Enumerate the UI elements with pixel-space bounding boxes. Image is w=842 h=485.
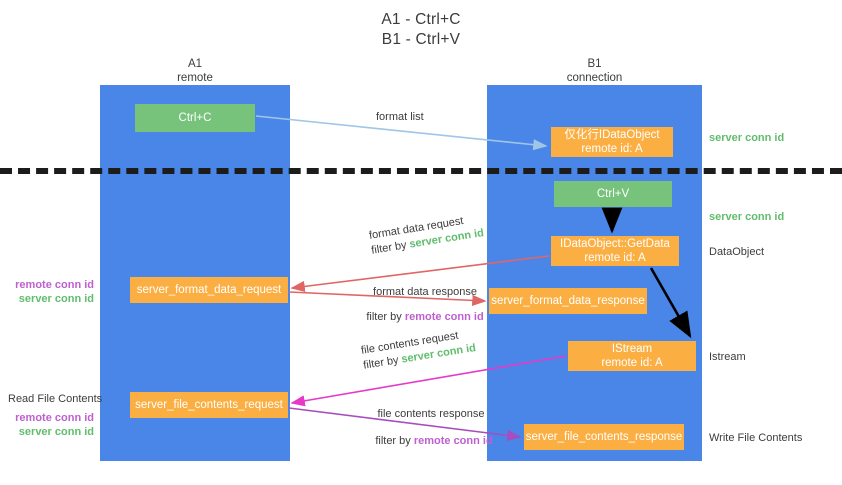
edge-label-format-list-text: format list xyxy=(376,111,424,123)
column-header-a1-role: remote xyxy=(177,72,213,84)
filter-prefix: filter by xyxy=(375,435,414,447)
node-idataobject-remote-id: remote id: A xyxy=(581,143,643,155)
phase-separator xyxy=(0,168,842,174)
edge-label-format-data-response-line1: format data response xyxy=(373,286,477,298)
annotation-conn-ids-format: remote conn id server conn id xyxy=(8,278,94,306)
annotation-write-file-contents: Write File Contents xyxy=(709,432,803,444)
column-header-a1: A1 remote xyxy=(100,57,290,85)
node-server-file-contents-response[interactable]: server_file_contents_response xyxy=(524,424,684,450)
node-istream[interactable]: IStream remote id: A xyxy=(568,341,696,371)
node-idataobject-getdata[interactable]: IDataObject::GetData remote id: A xyxy=(551,236,679,266)
node-istream-remote-id: remote id: A xyxy=(601,357,663,369)
column-header-a1-name: A1 xyxy=(187,58,203,70)
node-idataobject-getdata-remote-id: remote id: A xyxy=(584,252,646,264)
column-header-b1-name: B1 xyxy=(587,58,602,70)
page-title-line2: B1 - Ctrl+V xyxy=(381,31,461,48)
edge-label-format-list: format list xyxy=(376,110,424,125)
annotation-istream: Istream xyxy=(709,351,746,363)
node-idataobject-label: 仅化行IDataObject xyxy=(564,129,660,141)
node-ctrl-c-label: Ctrl+C xyxy=(178,112,212,124)
edge-label-file-contents-response: file contents response filter by remote … xyxy=(366,407,496,449)
edge-label-file-contents-response-line1: file contents response xyxy=(377,408,485,420)
edge-label-file-contents-response-filter: filter by remote conn id xyxy=(372,434,496,449)
annotation-conn-ids-file: remote conn id server conn id xyxy=(8,411,94,439)
edge-label-format-data-response: format data response filter by remote co… xyxy=(359,285,491,325)
node-ctrl-c[interactable]: Ctrl+C xyxy=(135,104,255,132)
annotation-remote-conn-id-2: remote conn id xyxy=(15,412,94,424)
annotation-dataobject: DataObject xyxy=(709,246,765,258)
annotation-read-file-contents: Read File Contents xyxy=(8,393,103,405)
page-title-line1: A1 - Ctrl+C xyxy=(381,11,461,28)
node-server-file-contents-request-label: server_file_contents_request xyxy=(135,399,283,411)
node-server-format-data-request[interactable]: server_format_data_request xyxy=(130,277,288,303)
node-server-format-data-request-label: server_format_data_request xyxy=(136,284,282,296)
edge-label-format-data-request: format data request filter by server con… xyxy=(368,211,485,258)
edge-label-format-data-response-filter: filter by remote conn id xyxy=(359,310,491,325)
filter-value-remote-conn-id: remote conn id xyxy=(404,311,484,323)
filter-prefix: filter by xyxy=(366,311,405,323)
filter-value-remote-conn-id: remote conn id xyxy=(413,435,493,447)
annotation-server-conn-id-top: server conn id xyxy=(709,132,785,144)
annotation-server-conn-id-1: server conn id xyxy=(18,293,94,305)
column-header-b1: B1 connection xyxy=(487,57,702,85)
annotation-server-conn-id-mid: server conn id xyxy=(709,211,785,223)
node-idataobject[interactable]: 仅化行IDataObject remote id: A xyxy=(551,127,673,157)
node-idataobject-getdata-label: IDataObject::GetData xyxy=(560,238,670,250)
annotation-server-conn-id-2: server conn id xyxy=(18,426,94,438)
column-header-b1-role: connection xyxy=(566,72,623,84)
node-server-file-contents-response-label: server_file_contents_response xyxy=(525,431,683,443)
node-server-file-contents-request[interactable]: server_file_contents_request xyxy=(130,392,288,418)
node-server-format-data-response-label: server_format_data_response xyxy=(491,295,645,307)
edge-label-file-contents-request: file contents request filter by server c… xyxy=(360,326,477,373)
annotation-remote-conn-id-1: remote conn id xyxy=(15,279,94,291)
page-title: A1 - Ctrl+C B1 - Ctrl+V xyxy=(0,10,842,50)
node-ctrl-v-label: Ctrl+V xyxy=(596,188,630,200)
node-server-format-data-response[interactable]: server_format_data_response xyxy=(489,288,647,314)
node-ctrl-v[interactable]: Ctrl+V xyxy=(554,181,672,207)
node-istream-label: IStream xyxy=(611,343,653,355)
